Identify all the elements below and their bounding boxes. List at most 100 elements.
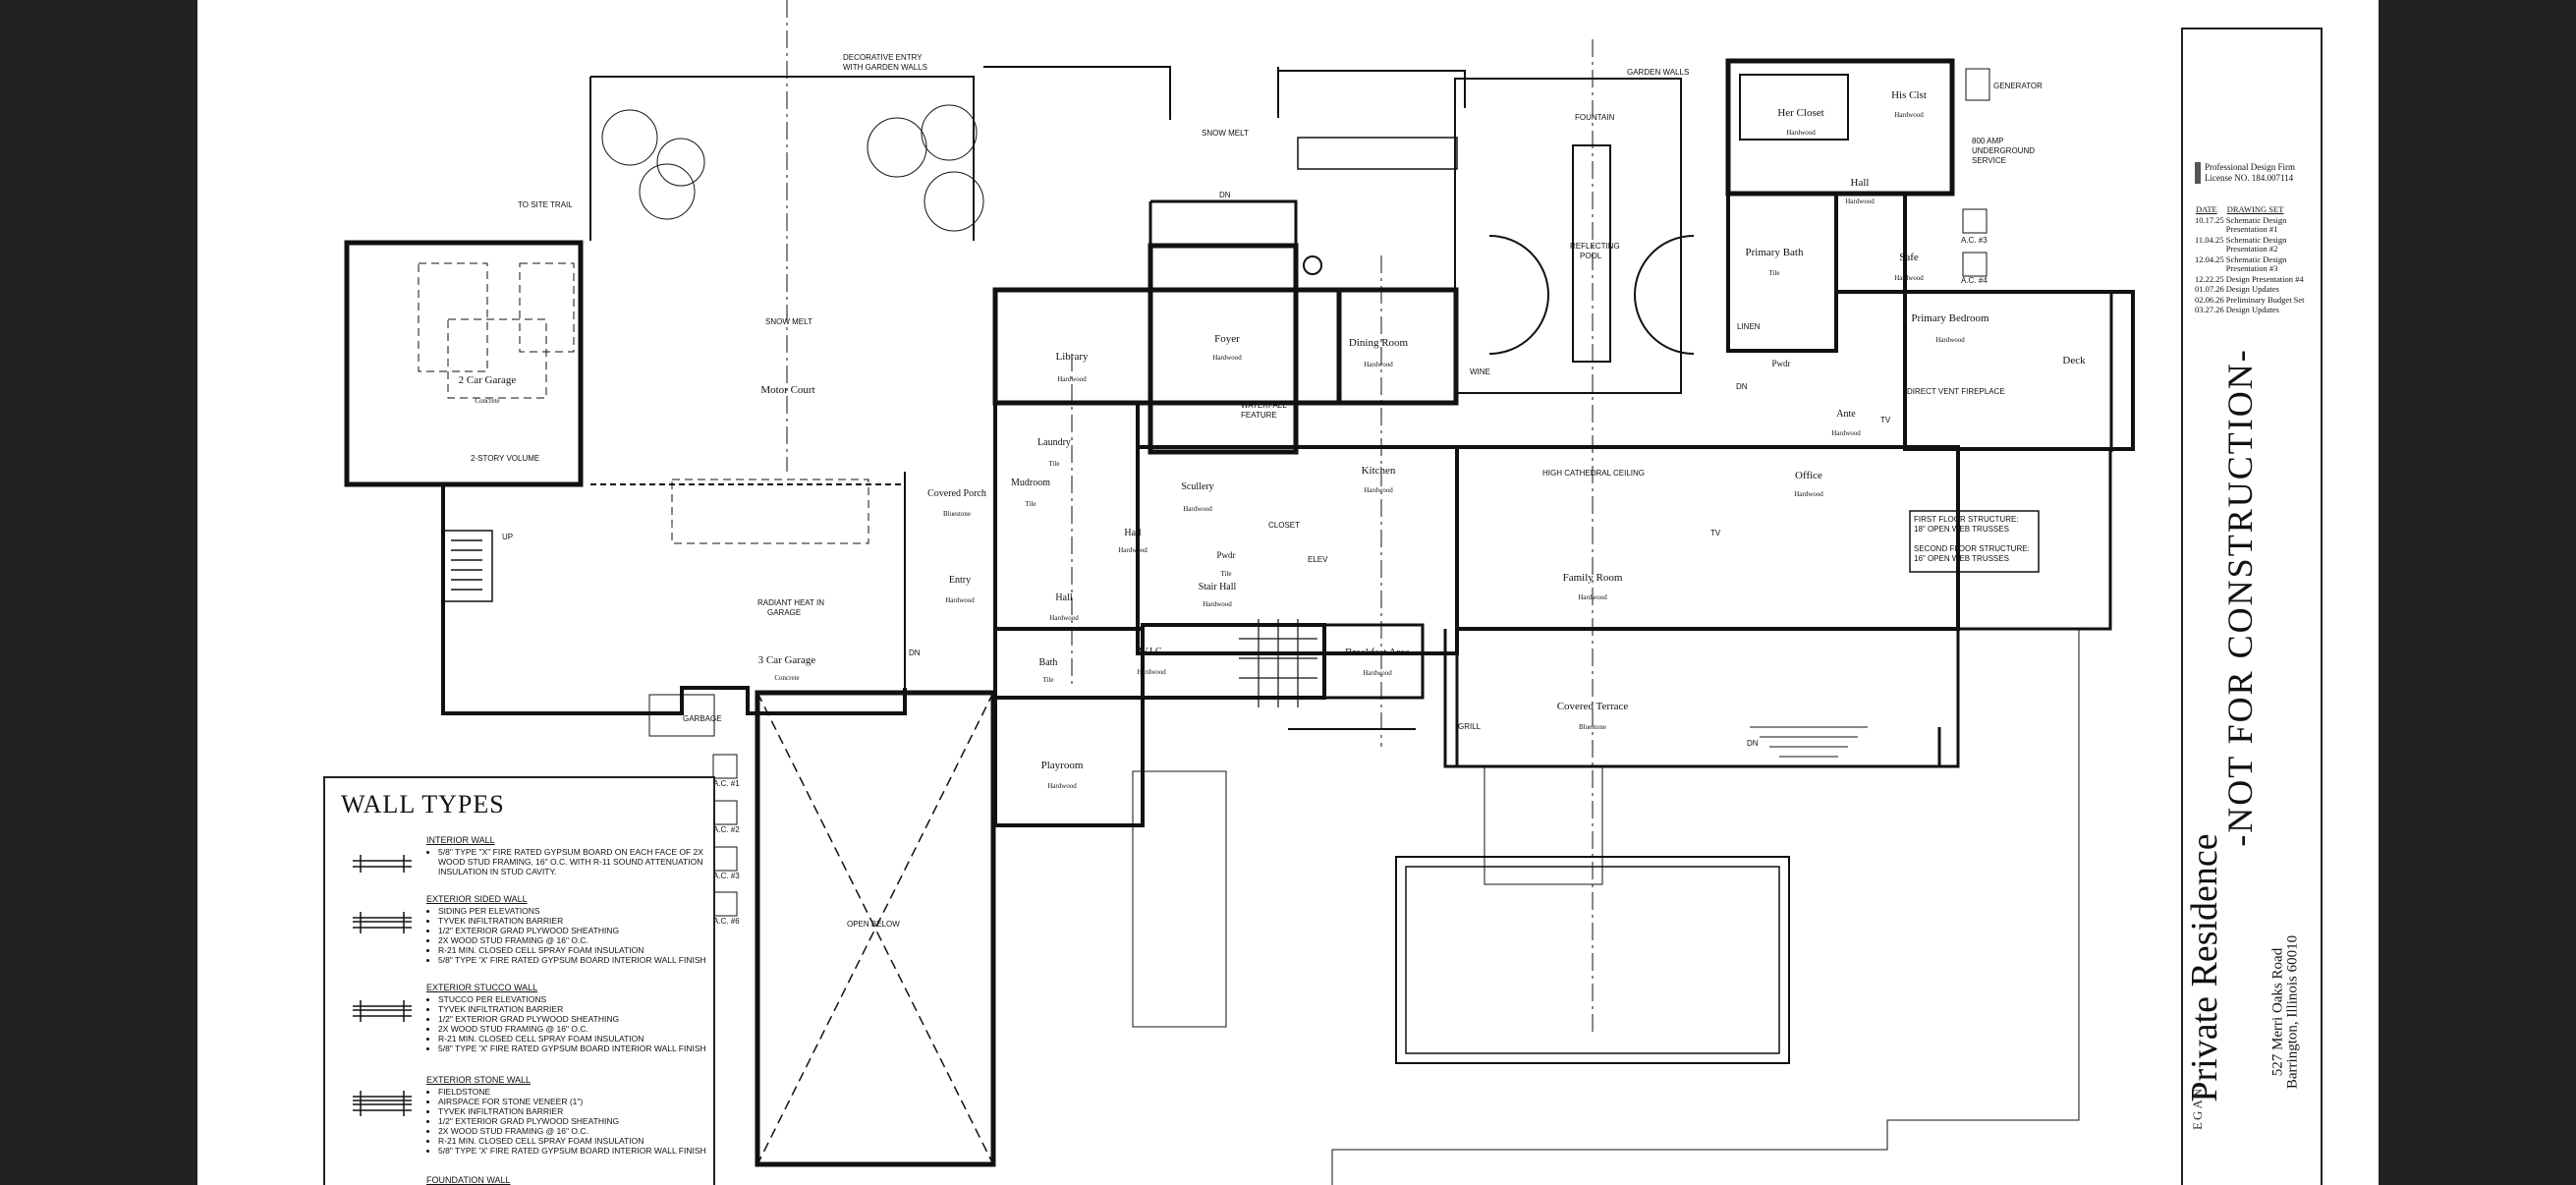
room-name-hall-entry: Hall	[1055, 592, 1072, 603]
drawing-sheet: DECORATIVE ENTRY WITH GARDEN WALLS SNOW …	[197, 0, 2379, 1185]
label-waterfall-2: FEATURE	[1241, 411, 1277, 420]
wall-type-item: 5/8" TYPE 'X' FIRE RATED GYPSUM BOARD IN…	[438, 1044, 713, 1053]
wall-type-item: 2X WOOD STUD FRAMING @ 16" O.C.	[438, 1126, 713, 1136]
wall-type-item: 5/8" TYPE 'X' FIRE RATED GYPSUM BOARD IN…	[438, 955, 713, 965]
label-decorative-entry-2: WITH GARDEN WALLS	[843, 63, 927, 72]
label-open-below: OPEN BELOW	[847, 920, 900, 929]
wall-type-item: 1/2" EXTERIOR GRAD PLYWOOD SHEATHING	[438, 1116, 713, 1126]
row-date: 12.04.25	[2195, 254, 2224, 264]
wall-type-item: 2X WOOD STUD FRAMING @ 16" O.C.	[438, 935, 713, 945]
date-header: DATE	[2196, 204, 2217, 214]
label-amp-2: UNDERGROUND	[1972, 146, 2035, 155]
room-name-powder-upper: Pwdr	[1216, 550, 1235, 560]
room-finish-hall-kitchen: Hardwood	[1118, 546, 1148, 554]
row-date: 11.04.25	[2195, 234, 2224, 245]
label-amp-1: 800 AMP	[1972, 137, 2003, 145]
firm-license: Professional Design Firm License NO. 184…	[2195, 162, 2323, 184]
room-name-primary-bedroom: Primary Bedroom	[1911, 312, 1989, 324]
room-name-stair-hall: Stair Hall	[1199, 582, 1237, 592]
wall-type-item: R-21 MIN. CLOSED CELL SPRAY FOAM INSULAT…	[438, 945, 713, 955]
label-linen: LINEN	[1737, 322, 1761, 331]
wall-type-item: TYVEK INFILTRATION BARRIER	[438, 1106, 713, 1116]
wall-type-name: INTERIOR WALL	[426, 835, 495, 845]
label-dn-garage: DN	[909, 649, 921, 657]
room-name-library: Library	[1056, 351, 1089, 363]
wall-type-item: SIDING PER ELEVATIONS	[438, 906, 713, 916]
row-set: Schematic Design Presentation #1	[2225, 214, 2287, 234]
room-finish-powder-upper: Tile	[1220, 570, 1231, 578]
row-date: 02.06.26	[2195, 294, 2224, 305]
wall-type-item: 2X WOOD STUD FRAMING @ 16" O.C.	[438, 1024, 713, 1034]
wall-type-item: FIELDSTONE	[438, 1087, 713, 1097]
room-name-hall-upper: Hall	[1851, 177, 1870, 189]
label-dn-terrace: DN	[1747, 739, 1759, 748]
label-ac6: A.C. #6	[713, 917, 740, 926]
room-finish-his-closet: Hardwood	[1894, 111, 1924, 119]
wall-type-item: R-21 MIN. CLOSED CELL SPRAY FOAM INSULAT…	[438, 1136, 713, 1146]
label-elev: ELEV	[1308, 555, 1328, 564]
room-finish-foyer: Hardwood	[1212, 354, 1242, 362]
label-high-cathedral: HIGH CATHEDRAL CEILING	[1542, 469, 1645, 478]
room-name-dining: Dining Room	[1349, 337, 1409, 349]
room-finish-bath: Tile	[1042, 676, 1053, 684]
label-generator: GENERATOR	[1993, 82, 2043, 90]
row-set: Schematic Design Presentation #2	[2225, 234, 2287, 254]
room-name-office: Office	[1795, 470, 1822, 481]
room-name-primary-bath: Primary Bath	[1746, 247, 1804, 258]
room-finish-scullery: Hardwood	[1183, 505, 1212, 513]
room-finish-hall-upper: Hardwood	[1845, 198, 1875, 205]
wall-type-item: STUCCO PER ELEVATIONS	[438, 994, 713, 1004]
row-set: Design Updates	[2225, 284, 2279, 294]
address-line-2: Barrington, Illinois 60010	[2284, 934, 2301, 1090]
wall-type-item: AIRSPACE FOR STONE VENEER (1")	[438, 1097, 713, 1106]
label-second-floor-structure: SECOND FLOOR STRUCTURE:	[1914, 544, 2030, 553]
firm-logo-text: EGAN	[2190, 1086, 2205, 1130]
label-second-floor-trusses: 16" OPEN WEB TRUSSES	[1914, 554, 2009, 563]
room-finish-library: Hardwood	[1057, 375, 1087, 383]
wall-type-item: 1/2" EXTERIOR GRAD PLYWOOD SHEATHING	[438, 926, 713, 935]
room-name-covered-porch: Covered Porch	[927, 488, 986, 499]
title-block: Professional Design Firm License NO. 184…	[2181, 28, 2323, 1185]
label-ac2: A.C. #2	[713, 825, 740, 834]
room-name-powder-lower: Pwdr	[1771, 359, 1790, 368]
label-garden-walls: GARDEN WALLS	[1627, 68, 1689, 77]
row-set: Design Presentation #4	[2225, 273, 2304, 284]
wall-type-name: FOUNDATION WALL	[426, 1175, 511, 1185]
set-header: DRAWING SET	[2226, 204, 2284, 214]
room-finish-hall-entry: Hardwood	[1049, 614, 1079, 622]
room-finish-ante: Hardwood	[1831, 429, 1861, 437]
row-date: 10.17.25	[2195, 214, 2224, 225]
label-up-stair: UP	[502, 533, 513, 541]
room-name-foyer: Foyer	[1214, 333, 1240, 345]
room-name-ante: Ante	[1836, 409, 1856, 420]
project-name: Private Residence	[2184, 833, 2225, 1102]
row-set: Design Updates	[2225, 305, 2279, 314]
label-ac4: A.C. #4	[1961, 276, 1988, 285]
firm-line-1: Professional Design Firm	[2205, 162, 2295, 172]
room-finish-kitchen: Hardwood	[1364, 486, 1393, 494]
room-finish-entry: Hardwood	[945, 596, 975, 604]
wall-type-item: R-21 MIN. CLOSED CELL SPRAY FOAM INSULAT…	[438, 1034, 713, 1044]
row-set: Preliminary Budget Set	[2225, 294, 2305, 305]
floor-plan: DECORATIVE ENTRY WITH GARDEN WALLS SNOW …	[344, 0, 2135, 1185]
wall-type-symbol	[353, 1091, 412, 1116]
label-tv: TV	[1710, 529, 1721, 537]
room-name-wic: W.I.C.	[1139, 647, 1164, 657]
wall-type-symbol	[353, 912, 412, 933]
room-finish-mudroom: Tile	[1025, 500, 1036, 508]
room-finish-primary-bath: Tile	[1768, 269, 1779, 277]
row-date: 03.27.26	[2195, 305, 2224, 314]
label-radiant-1: RADIANT HEAT IN	[757, 598, 824, 607]
wall-type-item: 1/2" EXTERIOR GRAD PLYWOOD SHEATHING	[438, 1014, 713, 1024]
room-name-family-room: Family Room	[1563, 572, 1623, 584]
room-finish-laundry: Tile	[1048, 460, 1059, 468]
label-ac3-upper: A.C. #3	[1961, 236, 1988, 245]
label-snow-melt-mid: SNOW MELT	[765, 317, 812, 326]
room-name-covered-terrace: Covered Terrace	[1557, 701, 1629, 712]
label-wine: WINE	[1470, 367, 1490, 376]
wall-type-item: 5/8" TYPE "X" FIRE RATED GYPSUM BOARD ON…	[438, 847, 713, 876]
not-for-construction-stamp: -NOT FOR CONSTRUCTION-	[2220, 348, 2260, 847]
